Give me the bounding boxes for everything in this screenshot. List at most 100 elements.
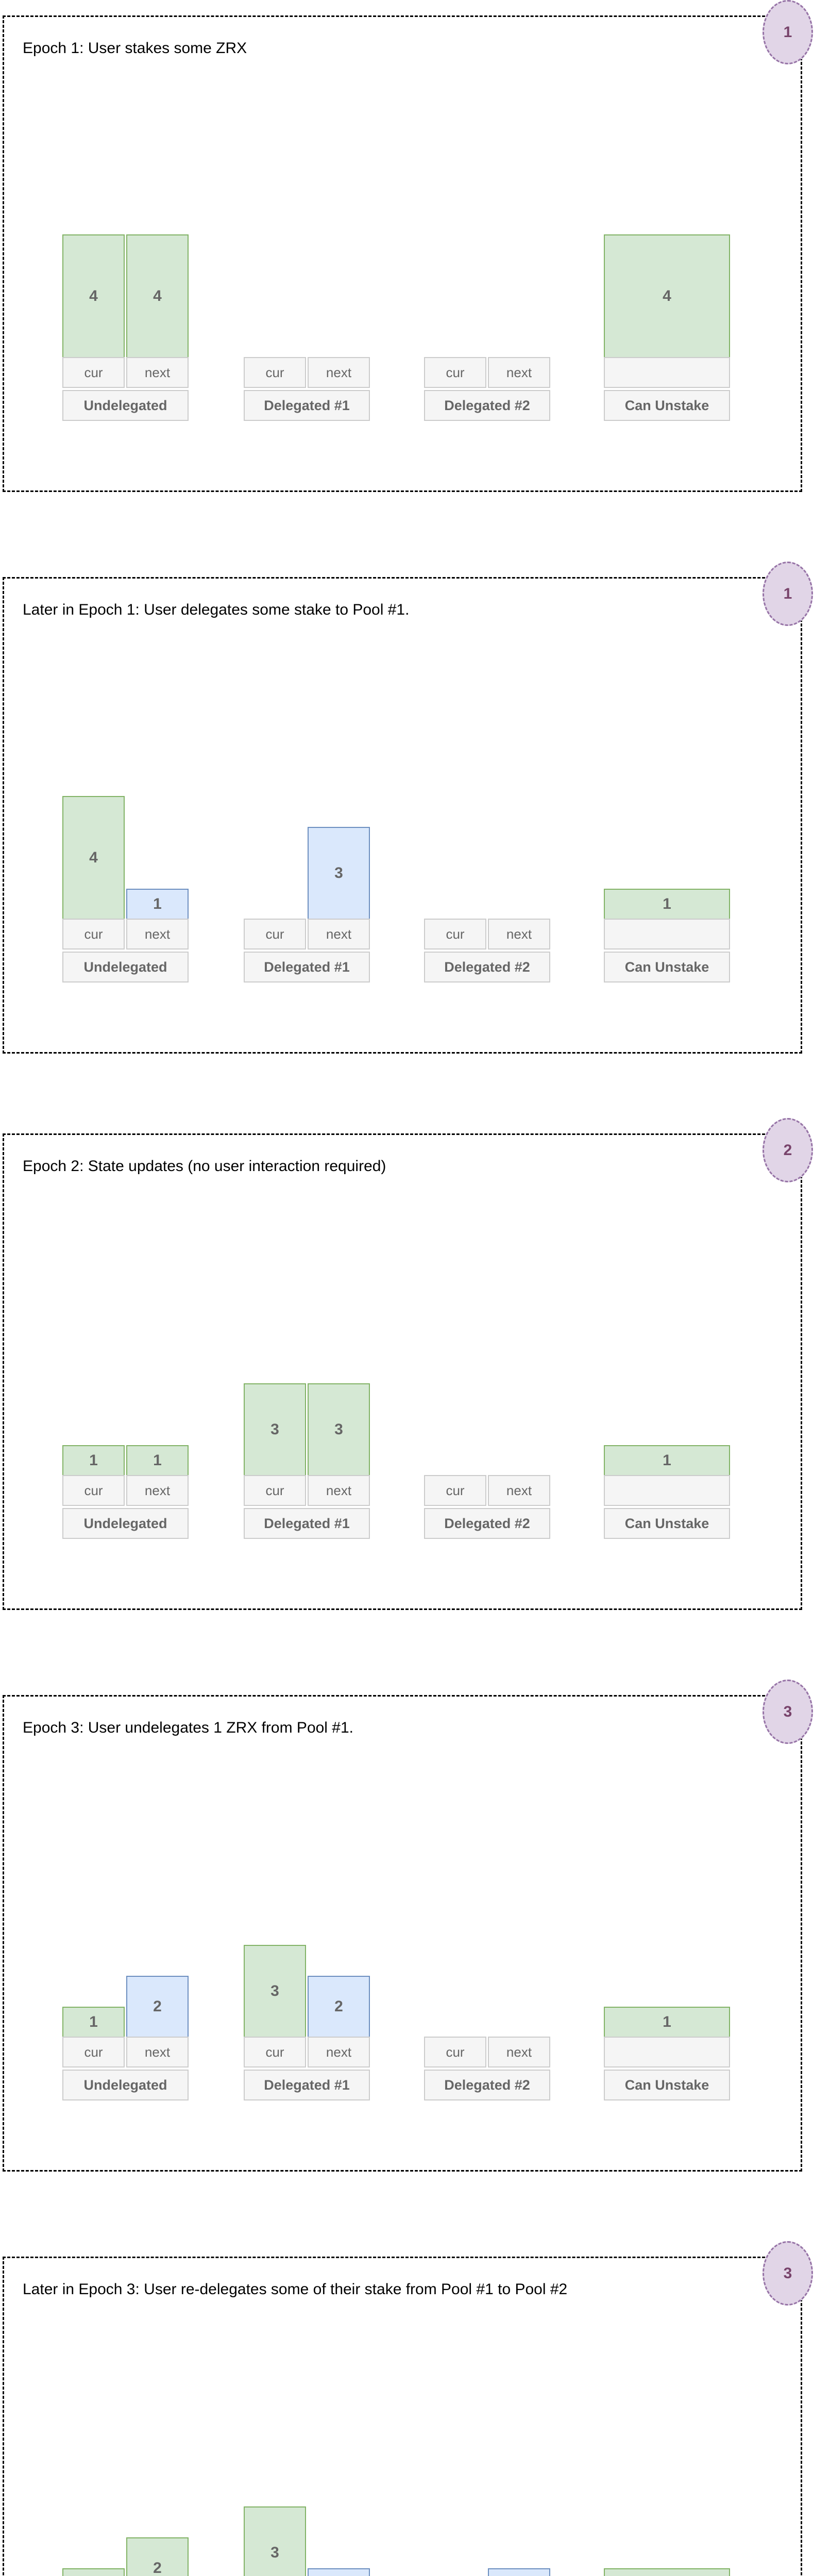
bar-next: 2 [308,1976,370,2038]
epoch-badge: 1 [763,562,813,626]
bar-wide: 4 [604,234,730,358]
cur-cell: cur [424,357,486,388]
bar-wide: 1 [604,2568,730,2576]
cur-cell: cur [244,357,306,388]
bar-wide: 1 [604,2007,730,2038]
next-cell: next [308,357,370,388]
panel-title: Later in Epoch 3: User re-delegates some… [23,2281,568,2298]
panel-title: Epoch 3: User undelegates 1 ZRX from Poo… [23,1719,354,1736]
cur-cell: cur [62,1475,125,1506]
bar-stack [424,1135,550,1476]
bar-stack: 1 [424,2258,550,2576]
group-name-label: Undelegated [62,390,189,421]
epoch-number: 3 [783,1703,792,1720]
bar-next: 1 [126,1445,189,1476]
bar-cur: 3 [244,1383,306,1476]
group-name-label: Delegated #2 [424,952,550,982]
bar-value-label: 4 [89,849,98,866]
group-name-label: Can Unstake [604,2070,730,2100]
group-name-label: Undelegated [62,2070,189,2100]
cur-cell: cur [424,1475,486,1506]
cur-cell: cur [424,2037,486,2067]
next-cell: next [308,919,370,950]
cur-cell: cur [244,1475,306,1506]
epoch-number: 1 [783,585,792,602]
next-cell: next [126,2037,189,2067]
group-name-label: Delegated #2 [424,2070,550,2100]
group-name-label: Delegated #2 [424,390,550,421]
column-group: 31curnextDelegated #1 [244,2258,370,2576]
bar-stack [424,1697,550,2038]
blank-cell [604,1475,730,1506]
epoch-panel: Epoch 2: State updates (no user interact… [3,1133,802,1610]
epoch-badge: 3 [763,1680,813,1744]
bar-stack: 12 [62,2258,189,2576]
epoch-badge: 1 [763,0,813,64]
bar-value-label: 2 [334,1998,343,2015]
bar-value-label: 1 [89,2013,98,2030]
epoch-badge: 3 [763,2241,813,2306]
cur-next-row [604,2037,730,2067]
bar-value-label: 3 [270,2544,279,2561]
next-cell: next [126,1475,189,1506]
group-name-label: Can Unstake [604,1508,730,1539]
bar-value-label: 3 [334,865,343,882]
group-name-label: Can Unstake [604,952,730,982]
bar-next: 4 [126,234,189,358]
bar-stack: 1 [604,1697,730,2038]
bar-next: 3 [308,827,370,920]
bar-cur: 1 [62,2007,125,2038]
bar-stack [424,579,550,920]
group-name-label: Delegated #1 [244,952,370,982]
bar-value-label: 1 [153,895,162,912]
bar-next: 3 [308,1383,370,1476]
epoch-panel: Later in Epoch 1: User delegates some st… [3,577,802,1054]
group-name-label: Can Unstake [604,390,730,421]
bar-stack: 1 [604,579,730,920]
group-name-label: Delegated #1 [244,390,370,421]
next-cell: next [126,357,189,388]
bar-next: 1 [488,2568,550,2576]
blank-cell [604,357,730,388]
bar-stack [424,17,550,358]
bar-stack: 1 [604,2258,730,2576]
bar-value-label: 1 [663,2013,671,2030]
group-name-label: Delegated #1 [244,1508,370,1539]
bar-cur: 3 [244,2506,306,2576]
bar-next: 1 [126,889,189,920]
epoch-number: 3 [783,2264,792,2282]
bar-stack [244,17,370,358]
bar-stack: 31 [244,2258,370,2576]
bar-value-label: 4 [89,287,98,304]
epoch-number: 1 [783,23,792,41]
bar-value-label: 1 [663,1452,671,1469]
group-name-label: Delegated #1 [244,2070,370,2100]
bar-value-label: 4 [153,287,162,304]
bar-stack: 3 [244,579,370,920]
cur-cell: cur [424,919,486,950]
bar-value-label: 1 [663,895,671,912]
bar-cur: 4 [62,234,125,358]
